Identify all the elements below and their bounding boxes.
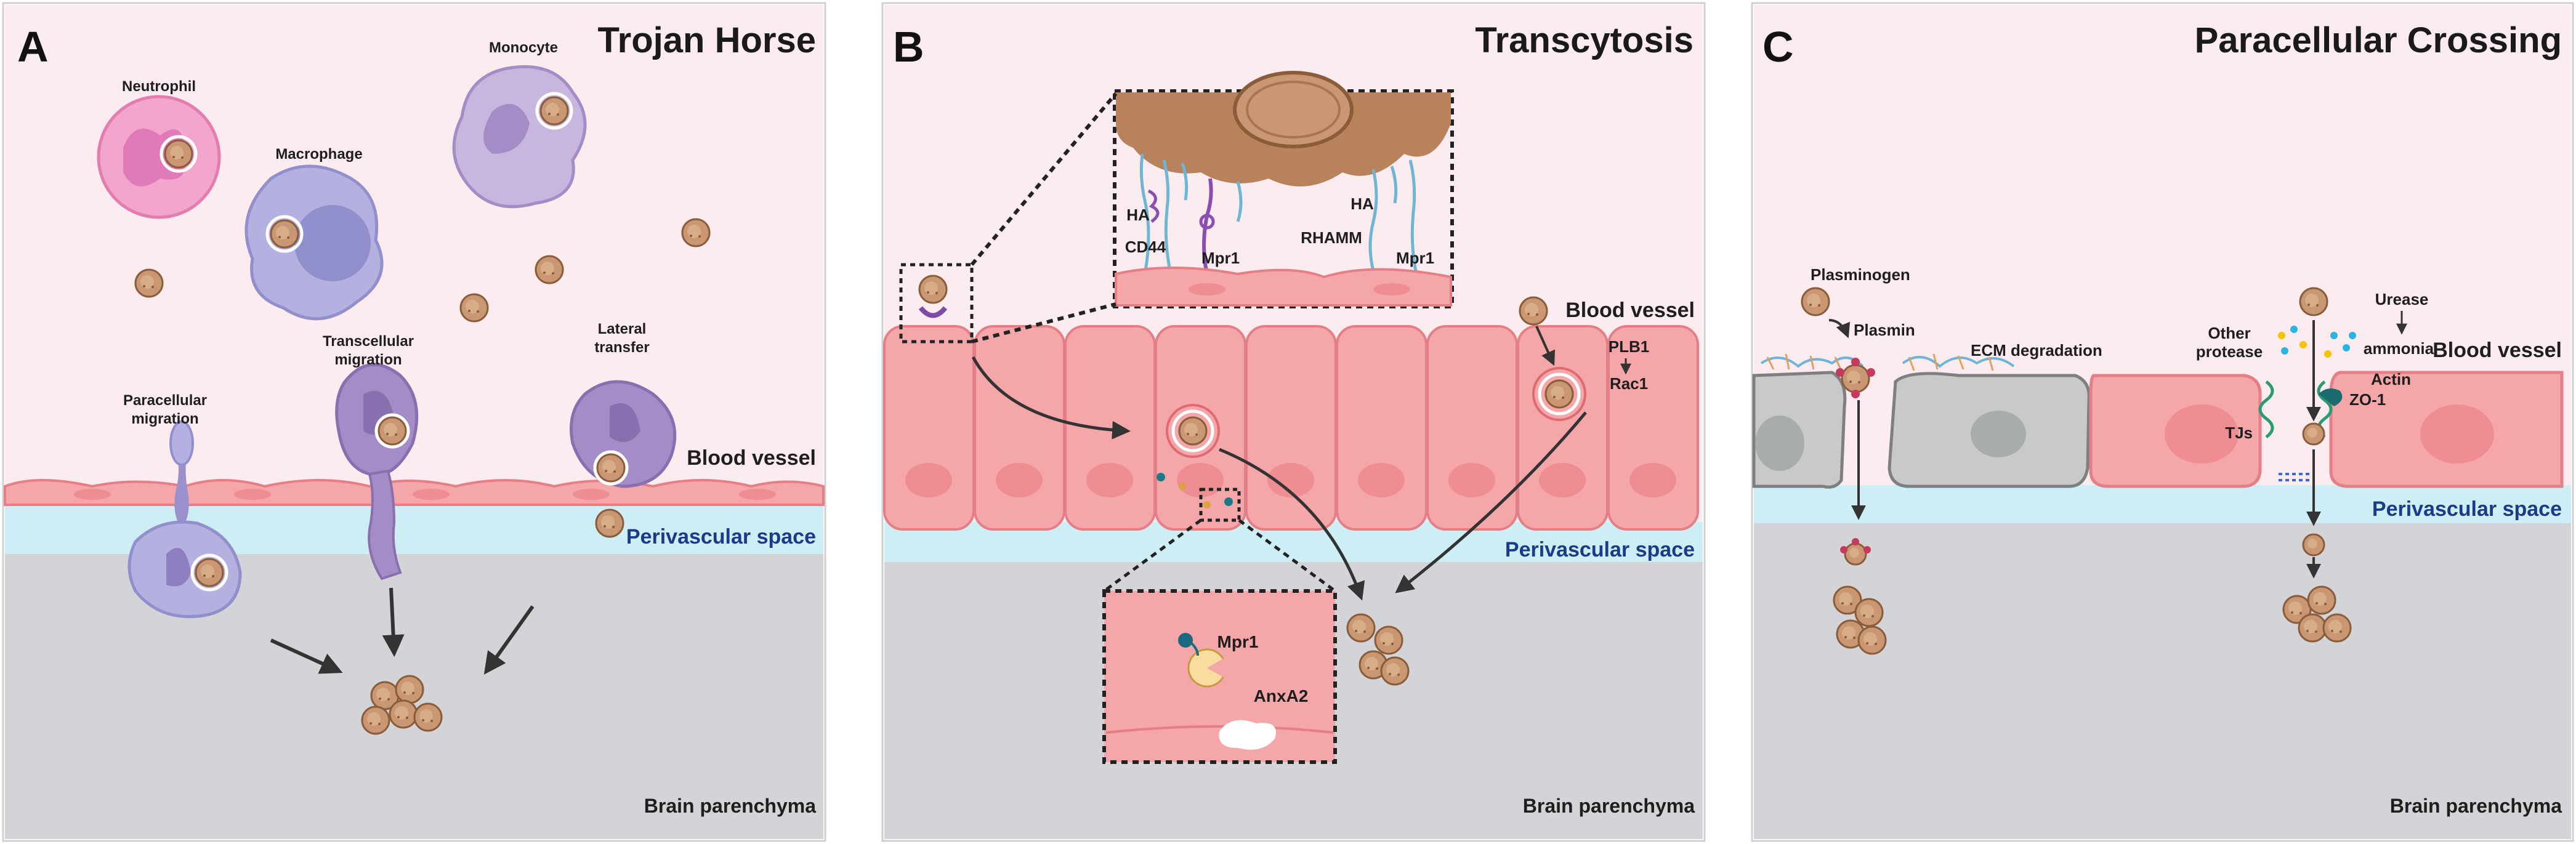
label-b-brain: Brain parenchyma bbox=[1523, 795, 1695, 817]
label-monocyte: Monocyte bbox=[489, 39, 558, 56]
monocyte-cell bbox=[452, 65, 587, 209]
inset-anxa2 bbox=[1102, 589, 1337, 764]
neutrophil-cell bbox=[97, 95, 221, 219]
label-a-brain: Brain parenchyma bbox=[644, 795, 816, 817]
lateral-transfer-cell bbox=[570, 380, 677, 488]
label-plasmin: Plasmin bbox=[1854, 321, 1915, 339]
label-ha-2: HA bbox=[1351, 195, 1374, 213]
degraded-cell-middle bbox=[1888, 372, 2091, 488]
label-other-protease-1: Other bbox=[2208, 324, 2250, 342]
label-a-perivascular: Perivascular space bbox=[626, 525, 816, 549]
vesicle-left bbox=[1166, 404, 1220, 458]
panel-a: A Trojan Horse Neutrophil Monocyte Macro… bbox=[2, 2, 826, 842]
label-anxa2: AnxA2 bbox=[1254, 686, 1309, 705]
panel-b-title: Transcytosis bbox=[1475, 20, 1694, 60]
label-c-brain: Brain parenchyma bbox=[2390, 795, 2562, 817]
label-paracellular-2: migration bbox=[131, 411, 198, 427]
panel-b-endothelium bbox=[883, 325, 1699, 531]
label-c-perivascular: Perivascular space bbox=[2372, 497, 2562, 521]
label-urease: Urease bbox=[2375, 290, 2429, 308]
macrophage-cell bbox=[244, 164, 384, 321]
label-plasminogen: Plasminogen bbox=[1811, 265, 1910, 284]
label-macrophage: Macrophage bbox=[275, 146, 362, 163]
label-b-blood-vessel: Blood vessel bbox=[1565, 299, 1695, 322]
label-c-blood-vessel: Blood vessel bbox=[2433, 339, 2562, 362]
label-zo1: ZO-1 bbox=[2349, 390, 2386, 409]
label-ammonia: ammonia bbox=[2364, 339, 2434, 358]
plasmin-coated-fungus bbox=[1836, 358, 1875, 398]
label-rhamm: RHAMM bbox=[1301, 228, 1362, 247]
label-a-blood-vessel: Blood vessel bbox=[687, 446, 816, 470]
panel-c-title: Paracellular Crossing bbox=[2195, 20, 2562, 60]
label-actin: Actin bbox=[2371, 370, 2411, 388]
label-plb1: PLB1 bbox=[1609, 337, 1649, 356]
fungus-parenchyma-c1 bbox=[1840, 538, 1871, 566]
label-tjs: TJs bbox=[2225, 424, 2253, 442]
panel-c-letter: C bbox=[1762, 23, 1794, 71]
panel-b-letter: B bbox=[893, 23, 924, 71]
label-mpr1-c: Mpr1 bbox=[1217, 632, 1259, 651]
endothelial-cell-c1 bbox=[2089, 374, 2262, 488]
inset-receptor-binding bbox=[1113, 71, 1454, 308]
label-transcellular-1: Transcellular bbox=[323, 333, 414, 350]
panel-c-parenchyma bbox=[1754, 523, 2571, 839]
label-ecm-degradation: ECM degradation bbox=[1971, 341, 2102, 360]
panel-c: C Paracellular Crossing Plasminogen Plas… bbox=[1751, 2, 2574, 842]
transcellular-cell bbox=[335, 363, 419, 581]
label-cd44: CD44 bbox=[1125, 238, 1166, 256]
endothelial-cell-c2 bbox=[2329, 371, 2564, 488]
label-neutrophil: Neutrophil bbox=[122, 78, 196, 95]
label-mpr1-b: Mpr1 bbox=[1396, 249, 1434, 267]
label-ha-1: HA bbox=[1126, 206, 1150, 224]
label-lateral-1: Lateral bbox=[598, 321, 647, 337]
panel-b: B Transcytosis HA CD44 Mpr1 HA RHAMM Mpr… bbox=[881, 2, 1706, 842]
label-other-protease-2: protease bbox=[2196, 342, 2263, 361]
panel-a-letter: A bbox=[17, 23, 49, 71]
panel-c-perivascular bbox=[1754, 485, 2571, 523]
panel-a-title: Trojan Horse bbox=[597, 20, 816, 60]
label-transcellular-2: migration bbox=[334, 352, 402, 368]
label-paracellular-1: Paracellular bbox=[123, 392, 207, 409]
degraded-cell-left bbox=[1752, 371, 1847, 489]
label-mpr1-a: Mpr1 bbox=[1201, 249, 1240, 267]
label-b-perivascular: Perivascular space bbox=[1505, 538, 1695, 561]
label-rac1: Rac1 bbox=[1610, 374, 1648, 393]
label-lateral-2: transfer bbox=[594, 339, 649, 356]
vesicle-right bbox=[1532, 367, 1586, 421]
paracellular-cell bbox=[127, 420, 242, 619]
